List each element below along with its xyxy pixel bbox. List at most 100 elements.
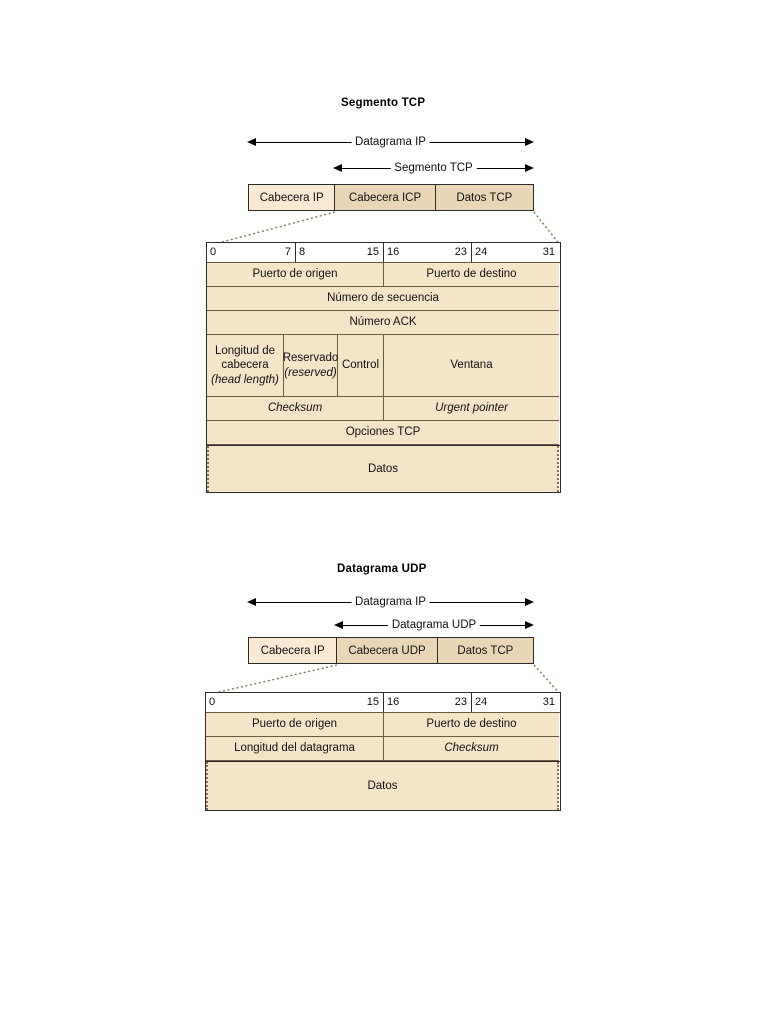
tcp-field-control: Control [338,335,384,397]
udp-field-checksum: Checksum [384,737,559,761]
tcp-row-datos: Datos [207,445,560,492]
tcp-row-checksum: Checksum Urgent pointer [207,397,560,421]
segment-label: Cabecera IP [259,191,324,204]
bit-end: 23 [454,246,467,258]
field-sublabel: (head length) [211,373,279,386]
arrow-right-icon [525,597,534,606]
bit-start: 0 [209,696,216,708]
tcp-field-opciones-tcp: Opciones TCP [207,421,559,445]
udp-header-table: 0 15 16 23 24 31 Puerto de origen Puerto… [205,692,561,811]
field-label: Datos [367,779,398,792]
udp-bar-segment-cabecera-ip: Cabecera IP [249,638,338,663]
arrow-left-icon [333,163,342,172]
tcp-row-secuencia: Número de secuencia [207,287,560,311]
tcp-field-datos: Datos [207,446,559,492]
tcp-row-opciones: Opciones TCP [207,421,560,445]
bit-ruler-segment: 24 31 [472,693,559,712]
field-label: Puerto de destino [426,268,517,281]
arrow-right-icon [525,137,534,146]
tcp-row-control: Longitud de cabecera (head length) Reser… [207,335,560,397]
tcp-field-longitud-cabecera: Longitud de cabecera (head length) [207,335,284,397]
bit-ruler-segment: 16 23 [384,243,472,262]
bit-ruler-segment: 24 31 [472,243,559,262]
udp-span-datagrama-udp: Datagrama UDP [334,616,534,634]
tcp-section-title: Segmento TCP [341,97,426,109]
tcp-field-puerto-origen: Puerto de origen [207,263,384,287]
segment-label: Cabecera ICP [348,191,422,204]
bit-ruler-segment: 16 23 [384,693,472,712]
segment-label: Datos TCP [456,191,513,204]
field-label: Puerto de origen [252,268,338,281]
udp-bit-ruler: 0 15 16 23 24 31 [206,692,560,713]
bit-end: 31 [542,696,555,708]
bit-start: 0 [210,246,217,258]
bit-ruler-segment: 0 15 [206,693,384,712]
field-label: Datos [367,462,399,475]
arrow-left-icon [334,620,343,629]
udp-row-ports: Puerto de origen Puerto de destino [206,713,560,737]
field-label: Puerto de origen [251,718,338,731]
tcp-field-numero-secuencia: Número de secuencia [207,287,559,311]
field-label: Ventana [450,359,493,372]
arrow-left-icon [247,137,256,146]
udp-row-datos: Datos [206,761,560,810]
udp-packet-bar: Cabecera IP Cabecera UDP Datos TCP [248,637,534,664]
field-label: Checksum [267,402,323,415]
span-label: Datagrama IP [351,596,430,608]
bit-start: 8 [299,246,306,258]
segment-label: Cabecera IP [260,644,325,657]
bit-end: 15 [366,696,379,708]
tcp-header-table: 0 7 8 15 16 23 24 31 Puerto de origen Pu… [206,242,561,493]
bit-start: 16 [387,246,400,258]
field-label: Opciones TCP [345,426,421,439]
bit-end: 23 [454,696,467,708]
tcp-bar-segment-cabecera-icp: Cabecera ICP [335,185,436,210]
field-label: Reservado [282,352,339,365]
field-label: Checksum [444,742,499,755]
arrow-right-icon [525,163,534,172]
tcp-field-numero-ack: Número ACK [207,311,559,335]
udp-field-puerto-origen: Puerto de origen [206,713,384,737]
tcp-field-puerto-destino: Puerto de destino [384,263,559,287]
udp-field-datos: Datos [206,762,559,810]
bit-end: 7 [284,246,291,258]
segment-label: Datos TCP [457,644,514,657]
field-label: Urgent pointer [435,402,508,415]
field-label: Control [341,359,380,372]
tcp-row-ack: Número ACK [207,311,560,335]
field-label: Longitud del datagrama [234,742,355,755]
span-label: Datagrama IP [351,136,430,148]
tcp-row-ports: Puerto de origen Puerto de destino [207,263,560,287]
bit-start: 24 [475,696,488,708]
field-label: Puerto de destino [426,718,517,731]
bit-start: 24 [475,246,488,258]
field-label: Número ACK [349,316,417,329]
bit-ruler-segment: 8 15 [296,243,384,262]
tcp-bar-segment-datos-tcp: Datos TCP [435,185,533,210]
tcp-bar-segment-cabecera-ip: Cabecera IP [249,185,336,210]
arrow-left-icon [247,597,256,606]
udp-span-datagrama-ip: Datagrama IP [247,593,534,611]
tcp-field-reservado: Reservado (reserved) [282,335,339,397]
tcp-field-urgent-pointer: Urgent pointer [384,397,559,421]
field-label: Longitud de cabecera [214,344,276,372]
udp-bar-segment-datos-tcp: Datos TCP [437,638,533,663]
tcp-field-checksum: Checksum [207,397,384,421]
field-label: Número de secuencia [327,292,439,305]
tcp-span-datagrama-ip: Datagrama IP [247,133,534,151]
span-label: Datagrama UDP [387,619,481,631]
tcp-field-ventana: Ventana [384,335,559,397]
tcp-span-segmento-tcp: Segmento TCP [333,159,534,177]
tcp-bit-ruler: 0 7 8 15 16 23 24 31 [207,242,560,263]
udp-bar-segment-cabecera-udp: Cabecera UDP [337,638,438,663]
bit-end: 31 [542,246,555,258]
bit-end: 15 [366,246,379,258]
field-sublabel: (reserved) [284,366,337,379]
udp-row-longitud-checksum: Longitud del datagrama Checksum [206,737,560,761]
udp-section-title: Datagrama UDP [337,563,427,575]
tcp-packet-bar: Cabecera IP Cabecera ICP Datos TCP [248,184,534,211]
segment-label: Cabecera UDP [348,644,426,657]
bit-ruler-segment: 0 7 [207,243,296,262]
udp-field-puerto-destino: Puerto de destino [384,713,559,737]
